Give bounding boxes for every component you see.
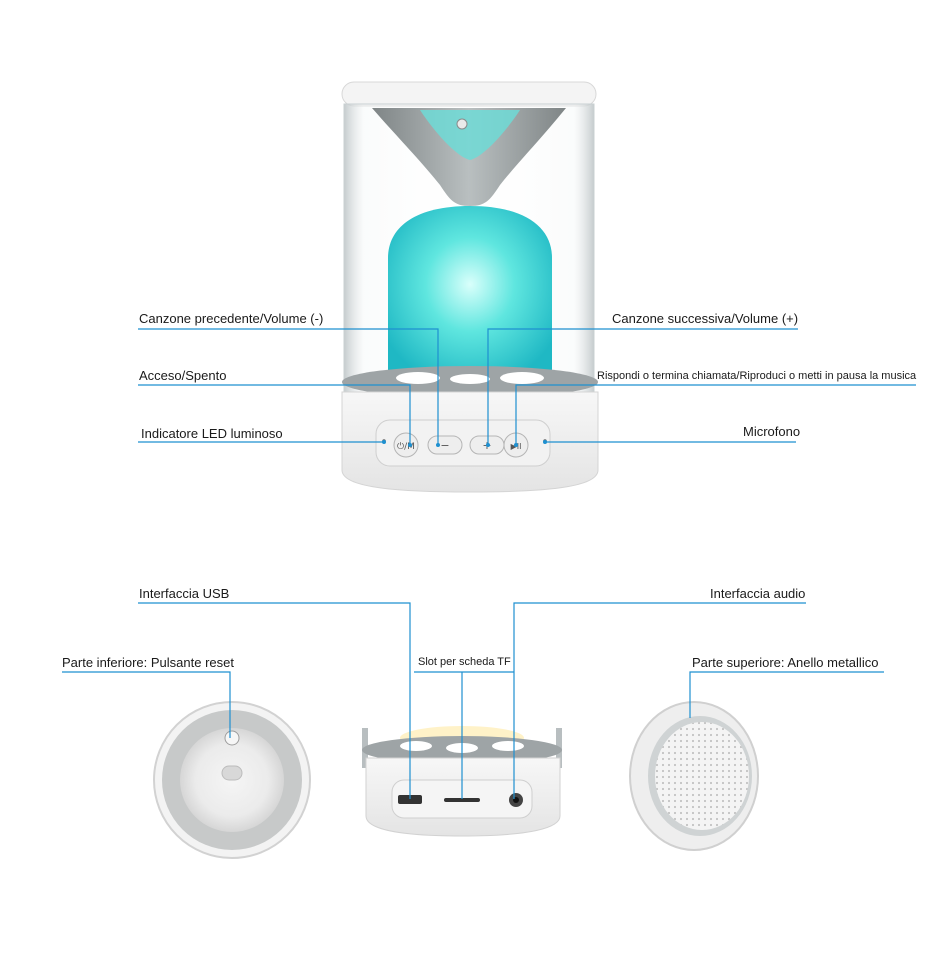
minus-glyph: − <box>440 439 449 452</box>
label-usb-interface: Interfaccia USB <box>139 586 230 601</box>
label-led-indicator: Indicatore LED luminoso <box>141 426 283 441</box>
power-mode-glyph: ⏻/M <box>397 441 415 452</box>
minus-button[interactable] <box>427 435 463 455</box>
label-prev-volume-down: Canzone precedente/Volume (-) <box>139 311 324 326</box>
label-power: Acceso/Spento <box>139 368 227 383</box>
callout-lines-bottom <box>62 602 884 799</box>
label-tf-slot: Slot per scheda TF <box>418 656 511 668</box>
main-speaker <box>341 81 599 493</box>
speaker-ports-view <box>362 726 562 837</box>
tf-slot <box>444 798 480 802</box>
label-top-metal-ring: Parte superiore: Anello metallico <box>692 655 879 670</box>
reset-button[interactable] <box>224 730 240 746</box>
label-answer-play-pause: Rispondi o termina chiamata/Riproduci o … <box>597 370 917 382</box>
label-audio-interface: Interfaccia audio <box>710 586 806 601</box>
callout-lines-top <box>138 328 916 445</box>
label-bottom-reset: Parte inferiore: Pulsante reset <box>62 655 234 670</box>
power-mode-button[interactable] <box>393 432 419 458</box>
usb-port <box>398 795 422 804</box>
label-microphone: Microfono <box>743 424 801 439</box>
speaker-top-view <box>629 701 759 851</box>
label-next-volume-up: Canzone successiva/Volume (+) <box>612 311 799 326</box>
speaker-bottom-view <box>153 701 311 859</box>
